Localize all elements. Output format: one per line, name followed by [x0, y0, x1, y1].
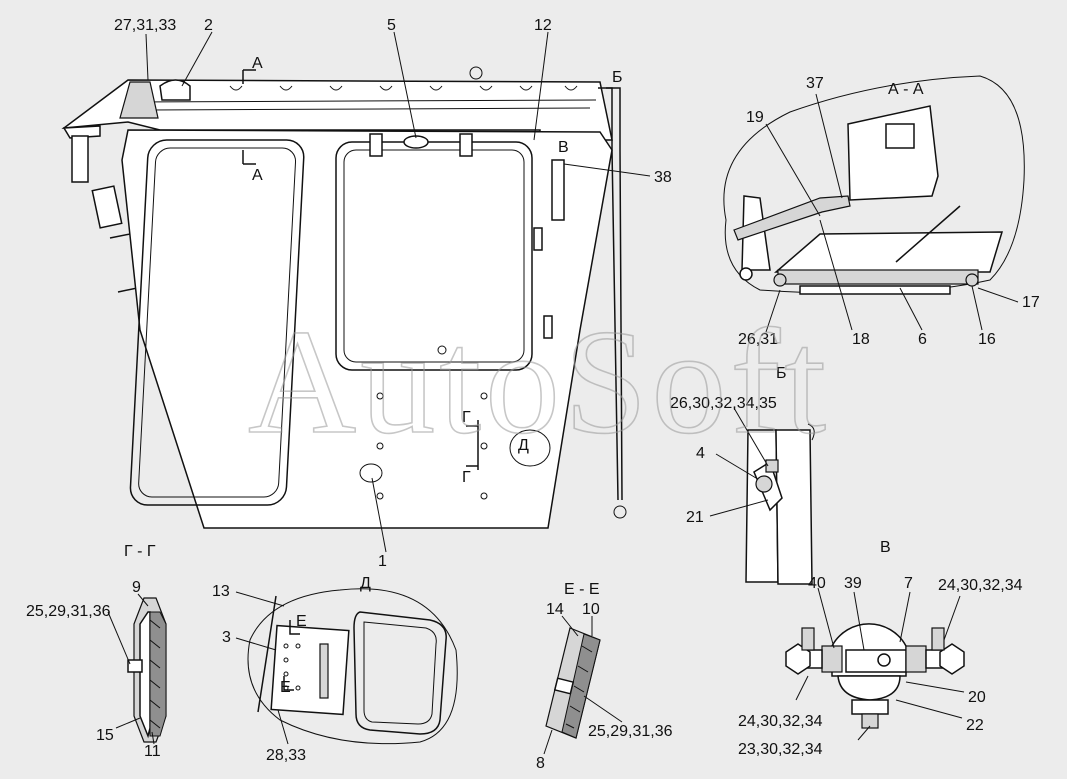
d-mark-e-top: Е [296, 613, 307, 630]
section-title-aa: А - А [888, 81, 924, 98]
callout-gg-15: 15 [96, 727, 114, 744]
section-title-gg: Г - Г [124, 543, 156, 560]
section-gg-view [127, 597, 167, 743]
section-mark-d: Д [518, 437, 529, 454]
callout-main-27-31-33: 27,31,33 [114, 17, 176, 34]
view-b [745, 423, 815, 585]
d-leaders [235, 591, 289, 745]
callout-gg-25-29-31-36: 25,29,31,36 [26, 603, 111, 620]
ee-leaders [543, 615, 623, 755]
callout-v-40: 40 [808, 575, 826, 592]
callout-v-24-30-32-34-right: 24,30,32,34 [938, 577, 1023, 594]
v-leaders [795, 587, 965, 741]
section-title-d: Д [360, 575, 371, 592]
callout-v-22: 22 [966, 717, 984, 734]
callout-gg-9: 9 [132, 579, 141, 596]
d-mark-e-bottom: Е [280, 679, 291, 696]
callout-b-26-30-32-34-35: 26,30,32,34,35 [670, 395, 777, 412]
callout-aa-26-31: 26,31 [738, 331, 778, 348]
section-mark-a-top: А [252, 55, 263, 72]
gg-leaders [107, 593, 155, 745]
view-d [247, 588, 458, 745]
callout-ee-25-29-31-36: 25,29,31,36 [588, 723, 673, 740]
watermark-text: AutoSoft [248, 299, 830, 465]
main-cab-view [61, 66, 627, 529]
section-title-v: В [880, 539, 891, 556]
callout-v-39: 39 [844, 575, 862, 592]
callout-aa-19: 19 [746, 109, 764, 126]
callout-ee-10: 10 [582, 601, 600, 618]
callout-aa-18: 18 [852, 331, 870, 348]
view-v [785, 623, 965, 729]
section-mark-b: Б [612, 69, 623, 86]
callout-b-21: 21 [686, 509, 704, 526]
section-title-ee: Е - Е [564, 581, 600, 598]
section-mark-g-top: Г [462, 409, 471, 426]
section-title-b: Б [776, 365, 787, 382]
b-leaders [709, 407, 769, 517]
callout-main-1: 1 [378, 553, 387, 570]
callout-main-5: 5 [387, 17, 396, 34]
callout-v-20: 20 [968, 689, 986, 706]
callout-gg-11: 11 [144, 743, 161, 760]
callout-ee-14: 14 [546, 601, 564, 618]
callout-aa-37: 37 [806, 75, 824, 92]
section-mark-v: В [558, 139, 569, 156]
callout-main-38: 38 [654, 169, 672, 186]
callout-aa-6: 6 [918, 331, 927, 348]
section-mark-a-bottom: А [252, 167, 263, 184]
callout-ee-8: 8 [536, 755, 545, 772]
callout-main-2: 2 [204, 17, 213, 34]
callout-aa-16: 16 [978, 331, 996, 348]
section-mark-g-bottom: Г [462, 469, 471, 486]
callout-d-28-33: 28,33 [266, 747, 306, 764]
section-ee-view [545, 627, 601, 739]
callout-aa-17: 17 [1022, 294, 1040, 311]
section-aa-view [723, 75, 1025, 295]
callout-v-24-30-32-34-left: 24,30,32,34 [738, 713, 823, 730]
aa-leaders [765, 93, 1019, 333]
callout-d-13: 13 [212, 583, 230, 600]
callout-main-12: 12 [534, 17, 552, 34]
callout-v-7: 7 [904, 575, 913, 592]
callout-b-4: 4 [696, 445, 705, 462]
callout-v-23-30-32-34: 23,30,32,34 [738, 741, 823, 758]
main-leaders [145, 31, 651, 553]
callout-d-3: 3 [222, 629, 231, 646]
